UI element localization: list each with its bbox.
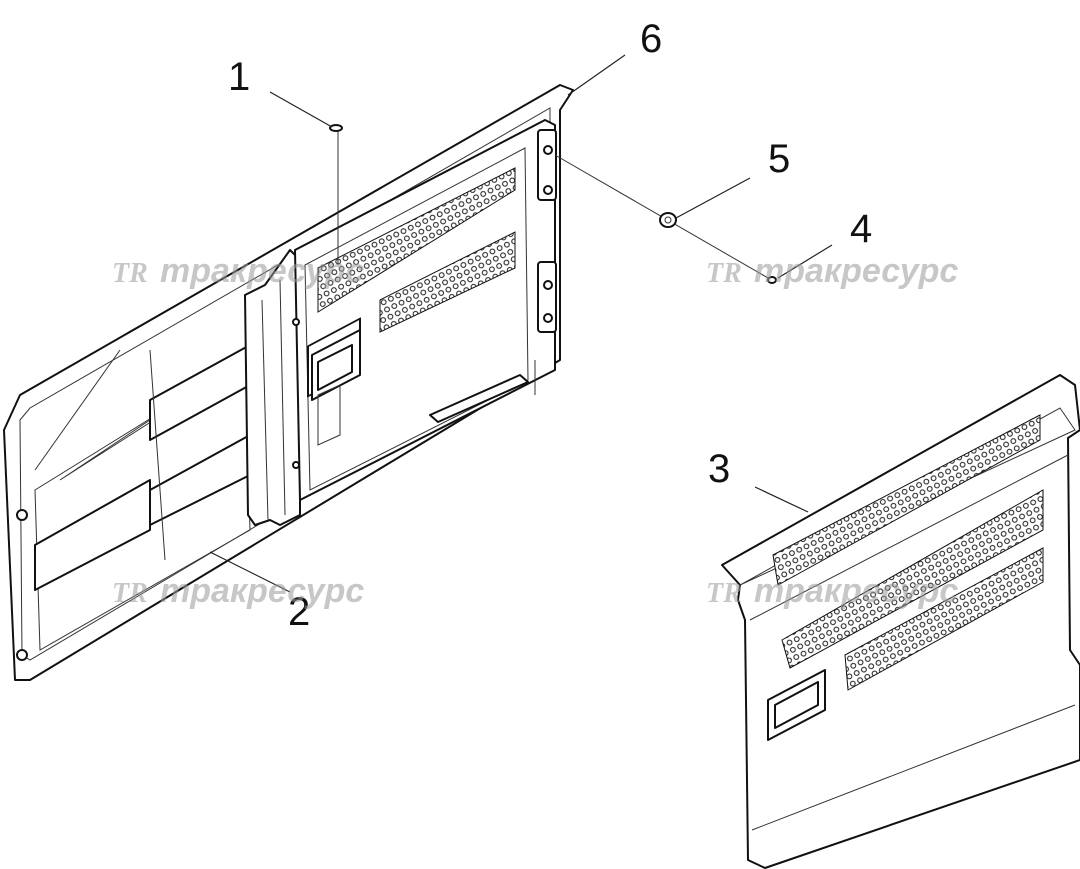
leader-2 <box>209 551 291 593</box>
watermark-logo: TR <box>706 258 742 289</box>
watermark-text: тракресурс <box>160 572 364 610</box>
callout-4: 4 <box>850 207 872 251</box>
watermark-text: тракресурс <box>754 252 958 290</box>
callout-labels: 1 6 5 4 3 2 <box>228 17 872 634</box>
callout-6: 6 <box>640 17 662 61</box>
leader-6 <box>567 54 626 96</box>
callout-1: 1 <box>228 55 250 99</box>
leader-3 <box>754 486 809 513</box>
leader-4 <box>777 244 833 279</box>
watermark-bottom-right: TR тракресурс <box>706 572 958 610</box>
watermark-text: тракресурс <box>160 252 364 290</box>
callout-3: 3 <box>708 447 730 491</box>
leader-lines <box>209 54 833 593</box>
outer-door-panel <box>721 374 1080 869</box>
pin-part <box>329 124 343 265</box>
leader-5 <box>675 177 751 219</box>
watermark-bottom-left: TR тракресурс <box>112 572 364 610</box>
watermark-top-right: TR тракресурс <box>706 252 958 290</box>
callout-2: 2 <box>288 590 310 634</box>
callout-5: 5 <box>768 137 790 181</box>
washer-and-pin-axis <box>554 154 777 284</box>
inner-panel-assembly <box>3 84 574 681</box>
watermark-logo: TR <box>112 578 148 609</box>
watermark-top-left: TR тракресурс <box>112 252 364 290</box>
watermark-text: тракресурс <box>754 572 958 610</box>
watermark-logo: TR <box>112 258 148 289</box>
leader-1 <box>269 91 333 128</box>
watermark-logo: TR <box>706 578 742 609</box>
